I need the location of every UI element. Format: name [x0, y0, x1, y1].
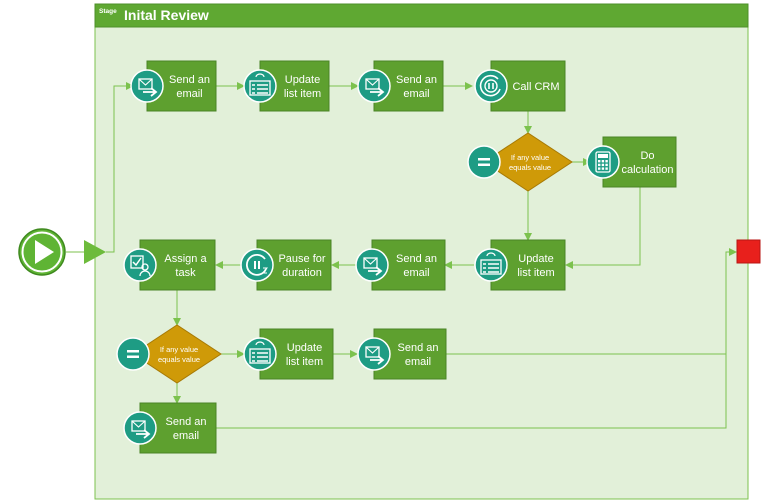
node-label: Call CRM — [512, 81, 559, 93]
list-update-icon — [480, 259, 502, 275]
node-label: email — [403, 267, 429, 279]
node-label: Update — [518, 253, 553, 265]
call-crm-icon — [479, 74, 501, 97]
node-label: email — [405, 356, 431, 368]
node-label: task — [175, 267, 196, 279]
condition-label: equals value — [509, 163, 551, 172]
connector — [106, 82, 134, 253]
connector — [565, 187, 641, 269]
email-icon — [363, 257, 378, 269]
node-label: list item — [286, 356, 323, 368]
connector — [216, 248, 737, 429]
email-icon — [138, 78, 153, 90]
node-label: email — [403, 88, 429, 100]
email-icon — [365, 346, 380, 358]
action-pause-duration[interactable]: Pause for duration — [240, 239, 332, 291]
node-label: Send an — [169, 74, 210, 86]
calculator-icon — [595, 151, 611, 173]
start-node[interactable] — [18, 228, 66, 276]
email-icon — [365, 78, 380, 90]
action-assign-task[interactable]: Assign a task — [123, 239, 216, 291]
equals-icon — [478, 158, 490, 161]
node-label: Assign a — [164, 253, 207, 265]
action-send-email-2[interactable]: Send an email — [357, 60, 444, 112]
action-send-email-5[interactable]: Send an email — [123, 402, 217, 454]
node-label: Send an — [396, 253, 437, 265]
action-send-email-4[interactable]: Send an email — [357, 328, 447, 380]
node-label: Send an — [398, 342, 439, 354]
equals-icon — [127, 350, 139, 353]
node-label: list item — [517, 267, 554, 279]
node-label: Send an — [396, 74, 437, 86]
node-label: email — [176, 88, 202, 100]
action-do-calculation[interactable]: Do calculation — [586, 136, 677, 188]
node-label: duration — [282, 267, 322, 279]
node-label: email — [173, 430, 199, 442]
stage-tag: Stage — [99, 8, 117, 15]
condition-label: If any value — [511, 153, 549, 162]
node-label: Update — [287, 342, 322, 354]
node-label: Pause for — [278, 253, 325, 265]
condition-label: If any value — [160, 345, 198, 354]
node-label: calculation — [622, 164, 674, 176]
node-label: list item — [284, 88, 321, 100]
list-update-icon — [249, 348, 271, 364]
node-label: Send an — [166, 416, 207, 428]
stage-entry-arrow — [84, 240, 106, 264]
list-update-icon — [249, 80, 271, 96]
node-label: Update — [285, 74, 320, 86]
action-update-list-3[interactable]: Update list item — [243, 328, 334, 380]
pause-icon — [246, 254, 267, 276]
action-update-list-1[interactable]: Update list item — [243, 60, 330, 112]
stage-title[interactable]: Inital Review — [124, 7, 209, 23]
action-update-list-2[interactable]: Update list item — [474, 239, 566, 291]
play-icon — [35, 240, 54, 264]
action-send-email-3[interactable]: Send an email — [355, 239, 446, 291]
action-call-crm[interactable]: Call CRM — [474, 60, 566, 112]
node-label: Do — [640, 150, 654, 162]
end-node[interactable] — [736, 239, 761, 264]
condition-label: equals value — [158, 355, 200, 364]
email-icon — [131, 420, 146, 432]
connectors — [66, 82, 737, 429]
action-send-email-1[interactable]: Send an email — [130, 60, 217, 112]
task-icon — [130, 255, 144, 269]
